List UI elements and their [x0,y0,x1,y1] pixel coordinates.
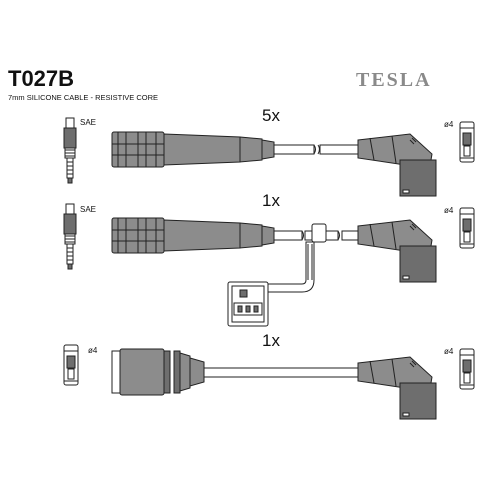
angled-boot-icon [357,133,437,197]
cable-wire [273,144,359,155]
cable-wire [267,223,359,293]
terminal-size-label: ø4 [88,346,98,355]
terminal-icon [459,207,475,249]
part-code: T027B [8,66,74,91]
quantity-label: 5x [262,106,280,125]
coil-boot-icon [111,348,205,396]
quantity-label: 1x [262,331,280,350]
angled-boot-icon [357,356,437,420]
cable-row-3: ø4 1x ø4 [63,331,475,420]
brand-logo: TESLA [356,69,432,91]
quantity-label: 1x [262,191,280,210]
terminal-icon [63,344,79,386]
spark-plug-icon [63,117,77,184]
plug-type-label: SAE [80,118,96,127]
spark-plug-icon [63,203,77,270]
terminal-size-label: ø4 [444,120,454,129]
cable-description: 7mm SILICONE CABLE - RESISTIVE CORE [8,93,158,102]
cable-row-1: SAE 5x ø4 [63,106,475,197]
angled-boot-icon [357,219,437,283]
plug-type-label: SAE [80,205,96,214]
terminal-size-label: ø4 [444,206,454,215]
terminal-icon [459,348,475,390]
cable-wire [203,367,359,378]
straight-boot-icon [111,131,275,168]
terminal-size-label: ø4 [444,347,454,356]
terminal-icon [459,121,475,163]
sensor-connector-icon [227,281,269,327]
straight-boot-icon [111,217,275,254]
cable-row-2: SAE 1x [63,191,475,327]
